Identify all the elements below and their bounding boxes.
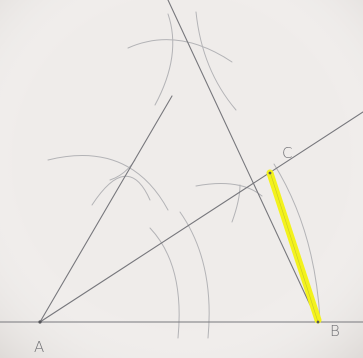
compass-arc-upper-right <box>195 11 237 111</box>
compass-arc-left-large <box>47 155 169 211</box>
compass-arc-top <box>127 39 233 63</box>
compass-arc-main <box>273 163 321 321</box>
compass-arc-near-c <box>231 184 241 223</box>
compass-arc-upper-left <box>154 13 174 106</box>
point-c <box>268 171 272 175</box>
point-b <box>316 320 320 324</box>
line-bc-extended <box>167 0 319 323</box>
segment-cb-pencil <box>269 171 319 323</box>
ray-ac-extended <box>39 111 363 323</box>
compass-arc-bottom-1 <box>149 227 180 339</box>
label-a: A <box>34 338 44 356</box>
ray-a-bisector <box>39 95 173 323</box>
point-a <box>38 320 42 324</box>
highlighted-segment-cb <box>266 169 322 324</box>
label-c: C <box>282 144 292 162</box>
label-b: B <box>330 322 340 340</box>
